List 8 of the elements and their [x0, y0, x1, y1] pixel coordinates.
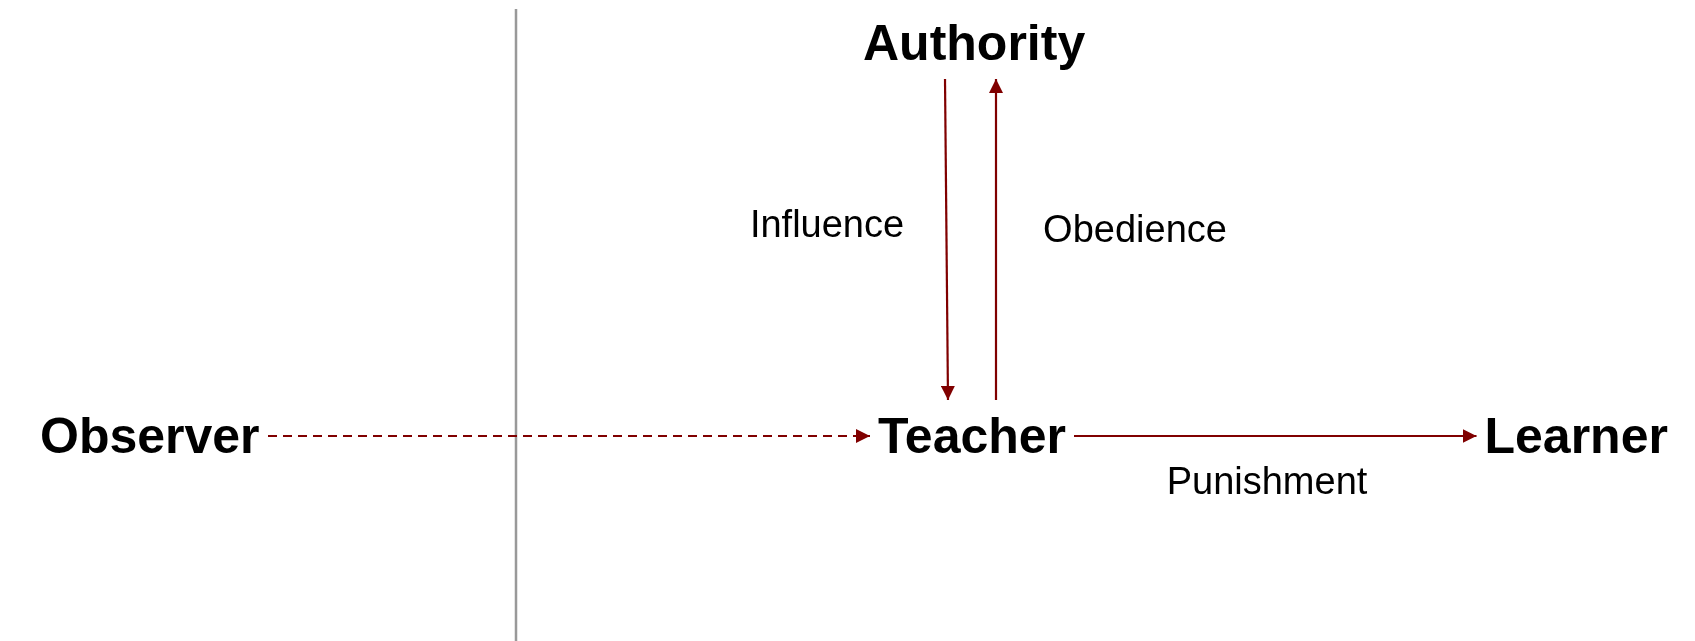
node-label: Learner: [1484, 408, 1668, 464]
node-label: Observer: [40, 408, 260, 464]
arrow: [268, 429, 870, 443]
arrow: [989, 79, 1003, 400]
node-label: Authority: [863, 15, 1086, 71]
arrow: [940, 79, 955, 400]
node-label: Teacher: [878, 408, 1067, 464]
arrow: [1074, 429, 1477, 443]
